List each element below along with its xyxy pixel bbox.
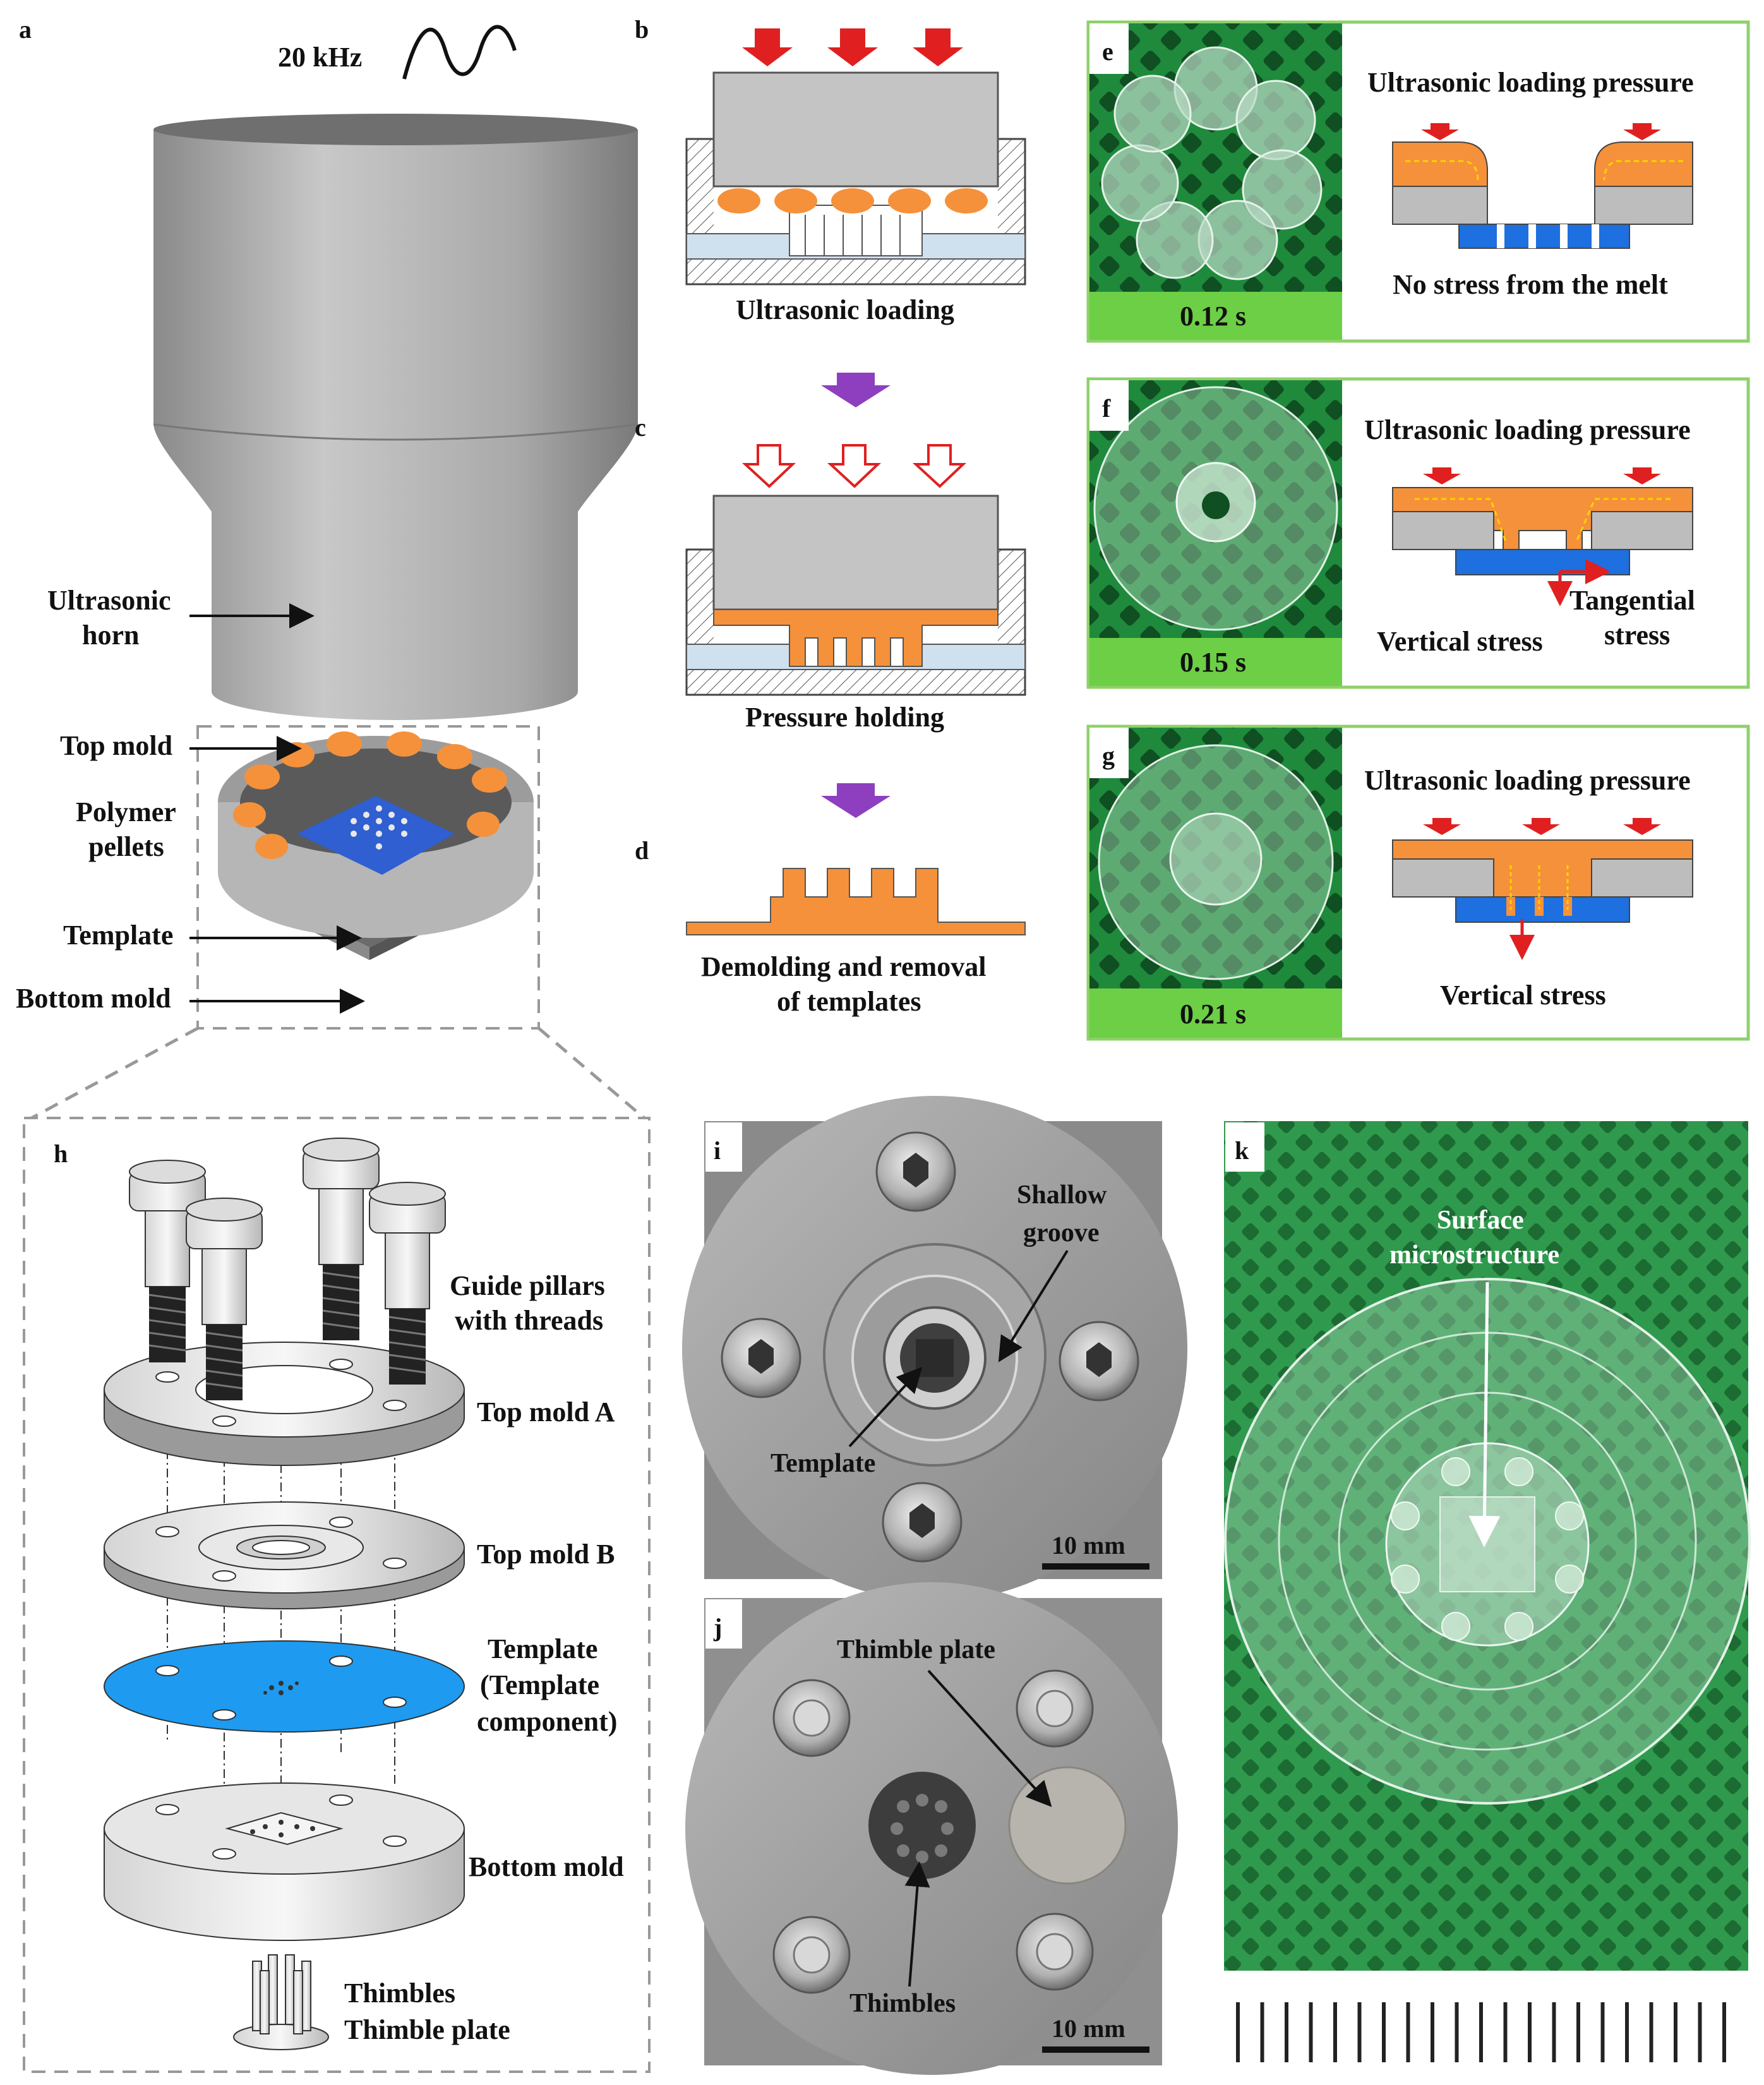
thimbles-h (233, 1954, 329, 2050)
template-label-h2: (Template (480, 1669, 599, 1700)
thimble-plate-label-j: Thimble plate (837, 1635, 995, 1664)
thimbles-label-j: Thimbles (849, 1989, 956, 2018)
panel-letter-j: j (713, 1613, 722, 1642)
pressure-arrows-hollow (741, 444, 967, 488)
panel-g: g 0.21 s Ultrasonic loading pressure Ver… (1086, 724, 1750, 1041)
panel-letter-a: a (19, 15, 32, 44)
template-pillars (351, 805, 407, 850)
horn-label-line1: Ultrasonic (47, 585, 171, 616)
top-mold-b (104, 1501, 465, 1609)
surface-micro-line1: Surface (1437, 1206, 1524, 1235)
step-arrow-1 (821, 373, 891, 407)
panel-letter-h: h (54, 1139, 68, 1168)
ruler (1224, 1990, 1748, 2065)
mold-assembly (218, 731, 534, 960)
panel-d: d Demolding and removal of templates (635, 836, 1026, 1017)
panel-letter-i: i (714, 1136, 721, 1165)
guide-pillars-line1: Guide pillars (450, 1270, 605, 1301)
top-mold-a (104, 1342, 465, 1466)
panel-h: h (23, 1117, 651, 2073)
scale-label-i: 10 mm (1052, 1531, 1125, 1559)
panel-i: i Shallow groove Template 10 mm (682, 1096, 1187, 1601)
vertical-stress-g: Vertical stress (1440, 980, 1606, 1011)
vertical-stress-f: Vertical stress (1377, 626, 1543, 657)
guide-pillars-line2: with threads (455, 1305, 603, 1336)
note-e: No stress from the melt (1393, 269, 1668, 300)
bolts-j (772, 1669, 1094, 1994)
caption-demolding-line1: Demolding and removal (701, 951, 986, 982)
panel-b: b Ultrasonic loading (635, 15, 1026, 407)
top-mold-label: Top mold (60, 730, 172, 761)
panel-f: f 0.15 s Ultrasonic loading pressure Tan… (1086, 377, 1750, 689)
time-f: 0.15 s (1180, 647, 1246, 678)
title-f: Ultrasonic loading pressure (1364, 414, 1691, 445)
panel-letter-b: b (635, 15, 649, 44)
panel-c: c Pressure holding (635, 413, 1026, 818)
sine-wave-icon (402, 25, 517, 80)
template-disk (104, 1640, 465, 1733)
title-g: Ultrasonic loading pressure (1364, 765, 1691, 796)
time-e: 0.12 s (1180, 301, 1246, 332)
surface-micro-line2: microstructure (1389, 1241, 1559, 1270)
panel-a: a 20 kHz Ultrasonic horn (16, 15, 645, 1120)
horn-label-line2: horn (82, 620, 139, 651)
tangential-line1-f: Tangential (1569, 585, 1695, 616)
pellets-b (717, 188, 988, 213)
bottom-mold-label: Bottom mold (16, 983, 171, 1014)
caption-pressure-holding: Pressure holding (745, 702, 944, 733)
caption-demolding-line2: of templates (777, 986, 921, 1017)
caption-ultrasonic-loading: Ultrasonic loading (736, 294, 954, 325)
thimbles-label-h: Thimbles (344, 1978, 455, 2009)
bolt-2 (303, 1138, 380, 1340)
title-e: Ultrasonic loading pressure (1367, 67, 1694, 98)
panel-letter-c: c (635, 413, 646, 442)
panel-letter-e: e (1102, 37, 1113, 66)
top-mold-a-label: Top mold A (477, 1397, 615, 1427)
panel-e: e 0.12 s Ultrasonic loading pressure No … (1086, 20, 1750, 343)
bolt-1 (129, 1160, 206, 1362)
tangential-line2-f: stress (1604, 620, 1670, 651)
guide-pillars (129, 1138, 446, 1400)
polymer-pellets (233, 731, 507, 859)
template-label-h1: Template (488, 1633, 597, 1664)
frequency-label: 20 kHz (278, 42, 362, 73)
thimble-plate-label-h: Thimble plate (344, 2014, 510, 2045)
scale-label-j: 10 mm (1052, 2014, 1125, 2043)
ultrasonic-horn (153, 114, 639, 720)
panel-letter-k: k (1235, 1136, 1249, 1165)
pellet-ring-photo (1101, 46, 1323, 280)
top-mold-b-label: Top mold B (477, 1539, 615, 1570)
template-label-i: Template (771, 1449, 875, 1478)
panel-letter-f: f (1102, 394, 1111, 423)
template-label-h3: component) (477, 1706, 617, 1737)
pellets-label-line1: Polymer (76, 796, 176, 827)
shallow-groove-line2: groove (1023, 1218, 1100, 1247)
time-g: 0.21 s (1180, 999, 1246, 1030)
panel-k: k Surface microstructure (1224, 1121, 1751, 2065)
panel-letter-g: g (1102, 742, 1115, 770)
mold-detail-box (196, 725, 540, 1030)
shallow-groove-line1: Shallow (1017, 1181, 1107, 1210)
pellets-label-line2: pellets (88, 831, 164, 862)
bolt-4 (369, 1182, 446, 1385)
bolt-3 (186, 1198, 263, 1400)
step-arrow-2 (821, 783, 891, 818)
panel-j: j Thimble plate Thimbles 10 mm (685, 1582, 1178, 2075)
bolts-i (721, 1131, 1139, 1563)
template-label: Template (63, 920, 173, 951)
bottom-mold-h (104, 1782, 465, 1941)
panel-letter-d: d (635, 836, 649, 865)
ruler-ticks (1236, 2002, 1726, 2062)
bottom-mold-h-label: Bottom mold (469, 1851, 624, 1882)
pressure-arrows-solid (742, 28, 963, 66)
